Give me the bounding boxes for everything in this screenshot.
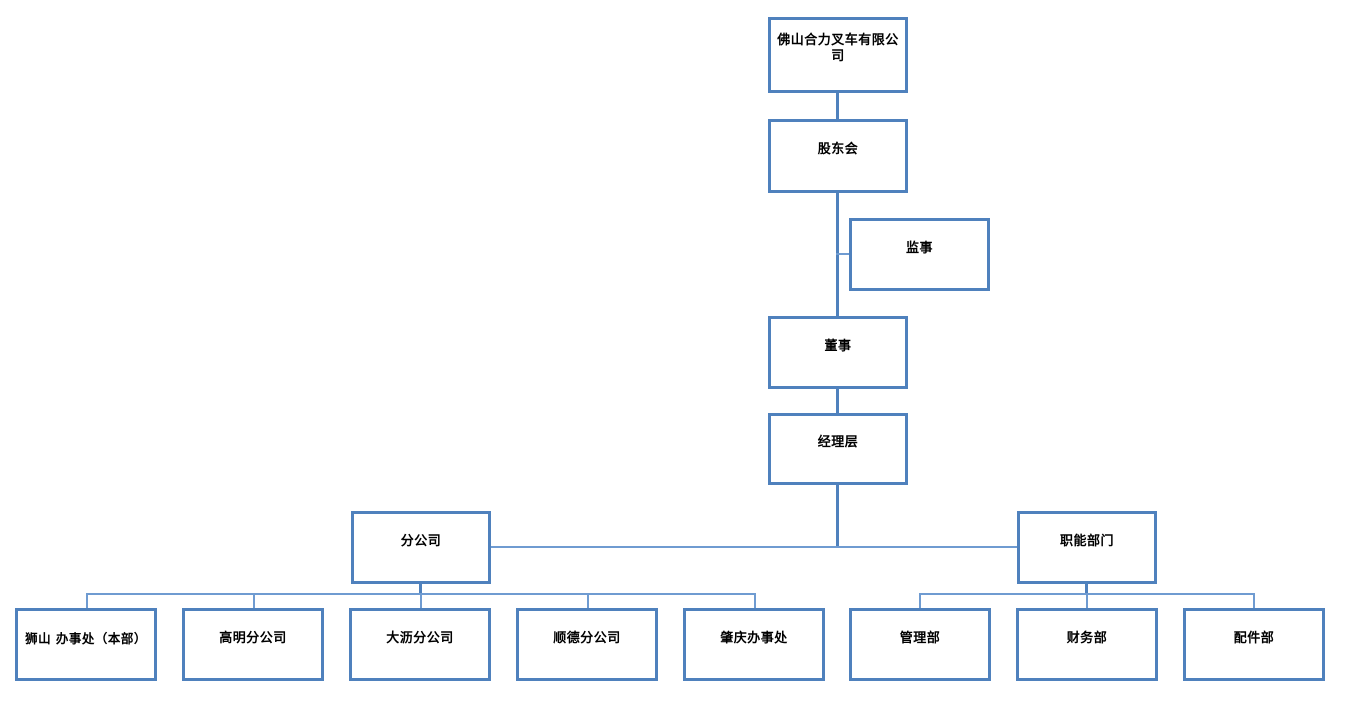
node-company-label: 佛山合力叉车有限公司 xyxy=(777,33,899,64)
node-department-1[interactable]: 财务部 xyxy=(1016,608,1158,681)
node-department-1-label: 财务部 xyxy=(1066,630,1108,646)
connector-function-stem-2 xyxy=(1086,593,1088,609)
connector-management-to-bus xyxy=(836,485,839,547)
node-branch-group-label: 分公司 xyxy=(400,533,442,549)
node-supervisor-label: 监事 xyxy=(905,240,933,256)
node-branch-3[interactable]: 顺德分公司 xyxy=(516,608,658,681)
connector-spine-to-supervisor xyxy=(836,253,852,255)
node-branch-0[interactable]: 狮山 办事处（本部） xyxy=(15,608,157,681)
node-management[interactable]: 经理层 xyxy=(768,413,908,485)
node-branch-2-label: 大沥分公司 xyxy=(386,630,454,646)
node-department-0[interactable]: 管理部 xyxy=(849,608,991,681)
connector-company-to-shareholders xyxy=(836,93,839,119)
connector-branch-stem-1 xyxy=(86,593,88,609)
connector-bus-left xyxy=(490,546,838,548)
connector-function-group-drop xyxy=(1085,584,1088,595)
node-shareholders-label: 股东会 xyxy=(817,142,859,158)
connector-branch-stem-4 xyxy=(587,593,589,609)
connector-branch-group-drop xyxy=(419,584,422,595)
node-supervisor[interactable]: 监事 xyxy=(849,218,990,291)
node-function-group[interactable]: 职能部门 xyxy=(1017,511,1157,584)
node-department-2[interactable]: 配件部 xyxy=(1183,608,1325,681)
node-branch-3-label: 顺德分公司 xyxy=(553,630,621,646)
node-branch-1-label: 高明分公司 xyxy=(219,630,287,646)
node-company[interactable]: 佛山合力叉车有限公司 xyxy=(768,17,908,93)
node-branch-2[interactable]: 大沥分公司 xyxy=(349,608,491,681)
connector-bus-right xyxy=(836,546,1017,548)
node-branch-4-label: 肇庆办事处 xyxy=(720,630,788,646)
connector-function-stem-3 xyxy=(1253,593,1255,609)
node-management-label: 经理层 xyxy=(817,435,859,451)
connector-branch-stem-2 xyxy=(253,593,255,609)
node-function-group-label: 职能部门 xyxy=(1059,533,1114,549)
connector-branch-stem-3 xyxy=(420,593,422,609)
node-branch-group[interactable]: 分公司 xyxy=(351,511,491,584)
node-department-2-label: 配件部 xyxy=(1233,630,1275,646)
connector-function-stem-1 xyxy=(919,593,921,609)
node-director[interactable]: 董事 xyxy=(768,316,908,389)
connector-director-to-management xyxy=(836,389,839,413)
connector-shareholders-to-director xyxy=(836,193,839,317)
node-branch-0-label: 狮山 办事处（本部） xyxy=(25,631,147,646)
node-branch-1[interactable]: 高明分公司 xyxy=(182,608,324,681)
node-director-label: 董事 xyxy=(824,338,852,354)
connector-branch-stem-5 xyxy=(754,593,756,609)
node-shareholders[interactable]: 股东会 xyxy=(768,119,908,193)
node-department-0-label: 管理部 xyxy=(899,630,941,646)
node-branch-4[interactable]: 肇庆办事处 xyxy=(683,608,825,681)
